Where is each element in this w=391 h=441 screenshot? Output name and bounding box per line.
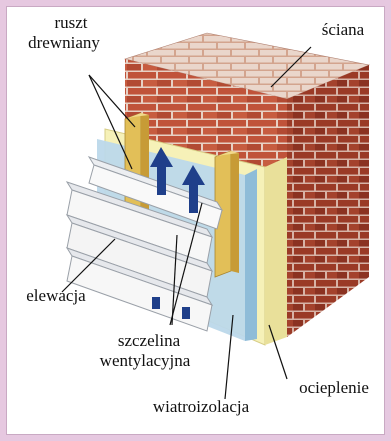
label-szczelina-line1: szczelina: [118, 331, 181, 350]
wind-barrier-edge: [245, 169, 257, 341]
insulation-edge: [265, 157, 287, 345]
label-sciana: ściana: [322, 20, 365, 39]
label-szczelina-line2: wentylacyjna: [100, 351, 191, 370]
wall-side-face: [287, 65, 369, 337]
label-ocieplenie: ocieplenie: [299, 378, 369, 397]
wall-cross-section-diagram: ruszt drewniany ściana elewacja szczelin…: [7, 7, 386, 436]
diagram-frame: ruszt drewniany ściana elewacja szczelin…: [6, 6, 385, 435]
label-wiatroizolacja: wiatroizolacja: [153, 397, 250, 416]
label-ruszt-line2: drewniany: [28, 33, 100, 52]
label-ruszt-line1: ruszt: [54, 13, 87, 32]
label-elewacja: elewacja: [26, 286, 86, 305]
